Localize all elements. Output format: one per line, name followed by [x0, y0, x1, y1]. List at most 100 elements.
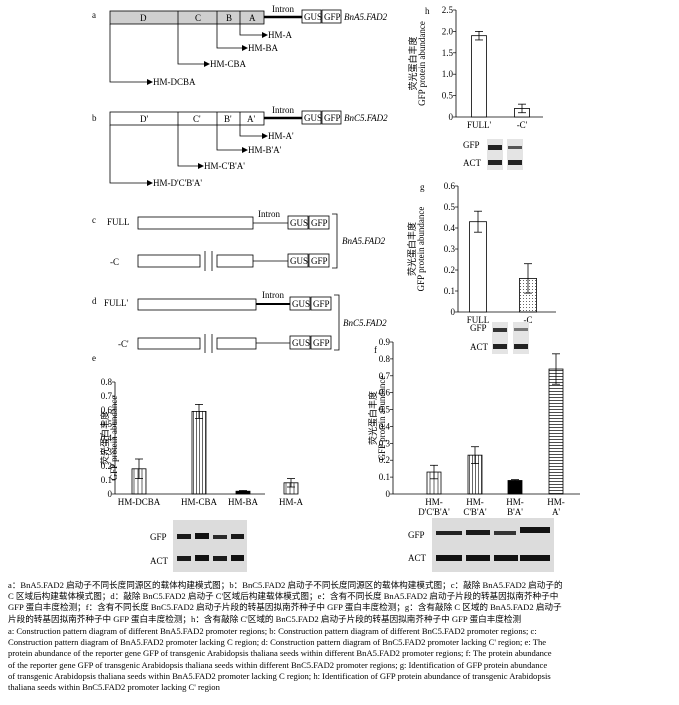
- x-tick-label: HM-CBA: [181, 497, 218, 507]
- caption-en-line: of transgenic Arabidopsis thaliana seeds…: [8, 670, 551, 681]
- gus-label-d1: GUS: [292, 299, 310, 309]
- y-axis-label: GFP protein abundance: [377, 376, 387, 461]
- y-tick-label: 0: [108, 489, 113, 499]
- y-tick-label: 0.4: [379, 421, 391, 431]
- y-tick-label: 0.2: [379, 455, 390, 465]
- caption-cn-line: 片段的转基因拟南芥种子中 GFP 蛋白丰度检测；h：含有敲除 C'区域的 BnC…: [8, 613, 522, 624]
- x-tick-label: -C': [517, 120, 528, 130]
- y-tick-label: 0.7: [101, 391, 113, 401]
- construct-full: FULL: [107, 217, 130, 227]
- gus-label-c2: GUS: [290, 256, 308, 266]
- caption-cn-line: a：BnA5.FAD2 启动子不同长度同源区的载体构建模式图；b：BnC5.FA…: [8, 580, 563, 590]
- construct-hm-cba-prime: HM-C'B'A': [204, 161, 245, 171]
- y-tick-label: 1.5: [442, 48, 454, 58]
- construct-hm-a: HM-A: [268, 30, 292, 40]
- blot-act-label-g: ACT: [470, 342, 489, 352]
- blot-act-label-e: ACT: [150, 556, 169, 566]
- promoter-name-a: BnA5.FAD2: [344, 12, 388, 22]
- region-b: B: [226, 13, 232, 23]
- y-tick-label: 0.4: [444, 223, 456, 233]
- y-tick-label: 0.4: [101, 433, 113, 443]
- bar: [469, 221, 487, 313]
- gus-label-d2: GUS: [292, 338, 310, 348]
- region-d: D: [140, 13, 147, 23]
- panel-label-f: f: [374, 345, 377, 355]
- caption-english: a: Construction pattern diagram of diffe…: [8, 626, 672, 693]
- intron-label-d: Intron: [262, 290, 284, 300]
- gfp-label-b: GFP: [324, 113, 341, 123]
- region-c-prime: C': [193, 114, 201, 124]
- caption-en-line: Construction pattern diagram of BnA5.FAD…: [8, 637, 547, 648]
- y-tick-label: 0.6: [101, 405, 113, 415]
- x-tick-label: HM-A: [279, 497, 303, 507]
- intron-label-a: Intron: [272, 4, 294, 14]
- construct-hm-ba-prime: HM-B'A': [248, 145, 282, 155]
- panel-label-b: b: [92, 113, 97, 123]
- construct-hm-ba: HM-BA: [248, 43, 279, 53]
- x-tick-label: -C: [524, 315, 533, 325]
- panel-label-a: a: [92, 10, 96, 20]
- y-tick-label: 0.6: [379, 388, 391, 398]
- y-tick-label: 0.1: [444, 286, 455, 296]
- panel-b: b D' C' B' A' Intron GUS GFP BnC5.FAD2 H…: [92, 105, 388, 188]
- promoter-name-d: BnC5.FAD2: [343, 318, 387, 328]
- construct-hm-cba: HM-CBA: [210, 59, 247, 69]
- y-axis-label-cn: 荧光蛋白丰度: [406, 222, 417, 276]
- western-blot-f: GFP ACT: [408, 518, 554, 572]
- gus-label-a: GUS: [304, 12, 322, 22]
- caption-en-line: of the reporter gene GFP of transgenic A…: [8, 659, 548, 670]
- panel-label-e: e: [92, 353, 96, 363]
- y-tick-label: 0.2: [444, 265, 455, 275]
- y-tick-label: 0.3: [379, 438, 391, 448]
- y-tick-label: 0: [451, 307, 456, 317]
- blot-act-label-h: ACT: [463, 158, 482, 168]
- caption-en-line: protein abundance of the reporter gene G…: [8, 648, 552, 659]
- gfp-label-c1: GFP: [311, 218, 328, 228]
- caption-cn-line: GFP 蛋白丰度检测；f：含有不同长度 BnC5.FAD2 启动子片段的转基因拟…: [8, 602, 562, 613]
- x-tick-label: HM-: [425, 497, 443, 507]
- region-a-prime: A': [247, 114, 255, 124]
- y-axis-label-cn: 荧光蛋白丰度: [407, 36, 418, 90]
- gfp-label-d2: GFP: [313, 338, 330, 348]
- region-c: C: [195, 13, 201, 23]
- y-tick-label: 0.5: [379, 405, 391, 415]
- x-tick-label: B'A': [507, 507, 523, 517]
- x-tick-label: HM-: [547, 497, 565, 507]
- construct-hm-dcba: HM-DCBA: [153, 77, 196, 87]
- western-blot-g: GFP ACT: [470, 322, 529, 354]
- blot-gfp-label-e: GFP: [150, 532, 167, 542]
- y-tick-label: 2.0: [442, 26, 454, 36]
- promoter-name-b: BnC5.FAD2: [344, 113, 388, 123]
- panel-d: d FULL' Intron GUS GFP -C' GUS GFP BnC5.…: [92, 290, 387, 353]
- y-tick-label: 0.1: [379, 472, 390, 482]
- y-tick-label: 0.5: [442, 91, 454, 101]
- y-tick-label: 0.3: [101, 447, 113, 457]
- caption-en-line: thaliana seeds within BnC5.FAD2 promoter…: [8, 682, 220, 693]
- x-tick-label: C'B'A': [463, 507, 487, 517]
- y-axis-label-cn: 荧光蛋白丰度: [367, 391, 378, 445]
- y-axis-label: GFP protein abundance: [109, 396, 119, 481]
- gfp-label-c2: GFP: [311, 256, 328, 266]
- x-tick-label: D'C'B'A': [418, 507, 450, 517]
- construct-minus-c: -C: [110, 257, 119, 267]
- blot-gfp-label-h: GFP: [463, 140, 480, 150]
- gus-label-b: GUS: [304, 113, 322, 123]
- y-axis-label-cn: 荧光蛋白丰度: [99, 411, 110, 465]
- panel-label-d: d: [92, 296, 97, 306]
- western-blot-e: GFP ACT: [150, 520, 247, 572]
- y-tick-label: 0.5: [101, 419, 113, 429]
- bar: [471, 35, 487, 118]
- blot-gfp-label-f: GFP: [408, 530, 425, 540]
- x-tick-label: FULL': [467, 120, 492, 130]
- region-d-prime: D': [140, 114, 148, 124]
- y-tick-label: 1.0: [442, 69, 454, 79]
- promoter-bar-a: [109, 10, 265, 25]
- gfp-label-d1: GFP: [313, 299, 330, 309]
- panel-a: a D C B A Intron GUS GFP BnA5.FAD2 HM-A …: [92, 4, 388, 87]
- x-tick-label: FULL: [467, 315, 490, 325]
- y-tick-label: 0.3: [444, 244, 456, 254]
